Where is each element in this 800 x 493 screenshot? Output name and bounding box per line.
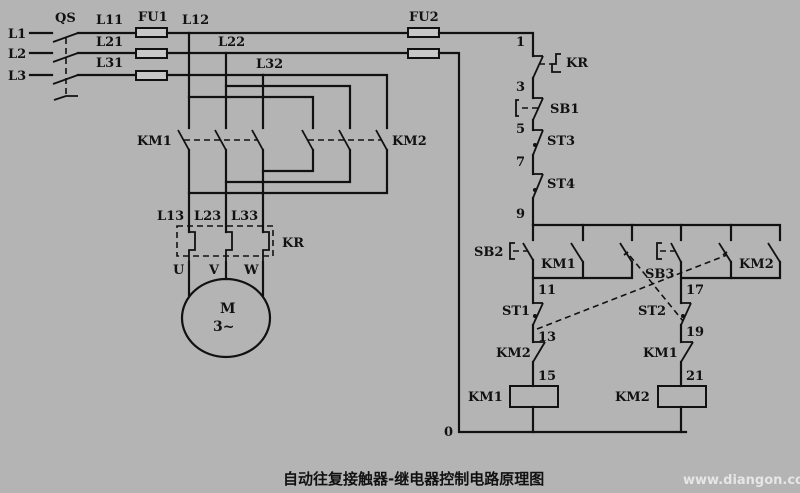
- label-FU2: FU2: [409, 10, 439, 25]
- thermal-relay-KR-elements: [176, 225, 274, 262]
- node-7: 7: [516, 155, 525, 170]
- label-interlock-KM1: KM1: [643, 346, 678, 361]
- label-KM2-hold: KM2: [739, 257, 774, 272]
- label-motor-type: 3~: [213, 319, 234, 335]
- linkage-SB3-ST2: [629, 255, 684, 322]
- label-SB2: SB2: [474, 245, 503, 260]
- fuse-FU1-L1: [135, 27, 168, 38]
- label-KR-thermal: KR: [282, 236, 304, 251]
- motor-M: [180, 277, 272, 359]
- label-FU1: FU1: [138, 10, 168, 25]
- node-5: 5: [516, 122, 525, 137]
- label-V: V: [208, 263, 220, 278]
- wire-KM2-feed-1: [187, 95, 315, 130]
- reverse-button-SB3[interactable]: [656, 242, 682, 263]
- node-19: 19: [686, 325, 704, 340]
- limit-switch-ST1: [532, 302, 544, 326]
- label-L2: L2: [8, 47, 26, 62]
- control-circuit: FU2 1 KR 3 SB1 5 ST: [407, 10, 782, 440]
- coil-KM1: [509, 385, 559, 408]
- label-L3: L3: [8, 69, 26, 84]
- contact-KM2-nc: [718, 242, 732, 263]
- wire-KM2-feed-3: [261, 73, 389, 130]
- wire-control-return-0: [437, 51, 688, 434]
- wire-KM2-out-3: [187, 148, 389, 195]
- label-L12: L12: [182, 13, 209, 28]
- label-QS: QS: [55, 11, 76, 26]
- diagram-title: 自动往复接触器-继电器控制电路原理图: [283, 470, 544, 488]
- coil-KM2: [657, 385, 707, 408]
- label-L13: L13: [157, 209, 184, 224]
- node-17: 17: [686, 283, 704, 298]
- label-L1: L1: [8, 27, 26, 42]
- contact-KM2-hold: [767, 242, 781, 263]
- label-KM1-hold: KM1: [541, 257, 576, 272]
- label-L31: L31: [96, 56, 123, 71]
- interlock-KM1-nc: [680, 341, 694, 363]
- wire-KM2-out-1: [261, 148, 315, 173]
- label-ST1: ST1: [502, 304, 530, 319]
- interlock-KM2-nc: [532, 341, 546, 363]
- wire-KM2-out-2: [224, 148, 352, 184]
- forward-button-SB2[interactable]: [509, 242, 534, 261]
- node-0: 0: [444, 425, 453, 440]
- label-interlock-KM2: KM2: [496, 346, 531, 361]
- node-1: 1: [516, 35, 525, 50]
- label-ST2: ST2: [638, 304, 666, 319]
- label-coil-KM1: KM1: [468, 390, 503, 405]
- limit-switch-ST4: [532, 173, 544, 199]
- label-L32: L32: [256, 57, 283, 72]
- watermark: www.diangon.com: [683, 473, 800, 488]
- label-U: U: [173, 263, 185, 278]
- linkage-ST1-KM2: [536, 254, 728, 330]
- label-SB1: SB1: [550, 102, 579, 117]
- main-switch-QS: [52, 32, 79, 101]
- power-circuit: L1 L2 L3 QS L11 L21 L31 FU1 L12 L22: [8, 10, 427, 359]
- label-W: W: [243, 263, 259, 278]
- label-KM2-main: KM2: [392, 134, 427, 149]
- node-11: 11: [538, 283, 556, 298]
- node-15: 15: [538, 369, 556, 384]
- stop-button-SB1[interactable]: [515, 97, 544, 121]
- label-ST3: ST3: [547, 134, 575, 149]
- node-9: 9: [516, 207, 525, 222]
- fuse-FU2-top: [407, 27, 440, 38]
- wire-KM2-feed-2: [224, 84, 352, 130]
- limit-switch-ST2: [680, 302, 692, 326]
- fuse-FU1-L3: [135, 70, 168, 81]
- node-3: 3: [516, 80, 525, 95]
- node-21: 21: [686, 369, 704, 384]
- bus-node-9: [531, 223, 782, 242]
- contactor-KM2-main-contacts: [301, 129, 388, 151]
- label-L11: L11: [96, 13, 123, 28]
- fuse-FU2-bottom: [407, 48, 440, 59]
- label-L21: L21: [96, 35, 123, 50]
- reverse-button-SB3-nc: [619, 242, 633, 263]
- label-motor-M: M: [220, 301, 236, 317]
- contact-KM1-hold: [570, 242, 584, 263]
- label-L23: L23: [194, 209, 221, 224]
- wire-control-top: [437, 31, 535, 58]
- thermal-contact-KR-nc: [532, 53, 561, 79]
- label-SB3: SB3: [645, 267, 674, 282]
- label-KM1-main: KM1: [137, 134, 172, 149]
- label-L33: L33: [231, 209, 258, 224]
- label-L22: L22: [218, 35, 245, 50]
- contactor-KM1-main-contacts: [177, 129, 264, 151]
- label-coil-KM2: KM2: [615, 390, 650, 405]
- label-KR-contact: KR: [566, 56, 588, 71]
- label-ST4: ST4: [547, 177, 575, 192]
- fuse-FU1-L2: [135, 48, 168, 59]
- limit-switch-ST3: [532, 129, 544, 156]
